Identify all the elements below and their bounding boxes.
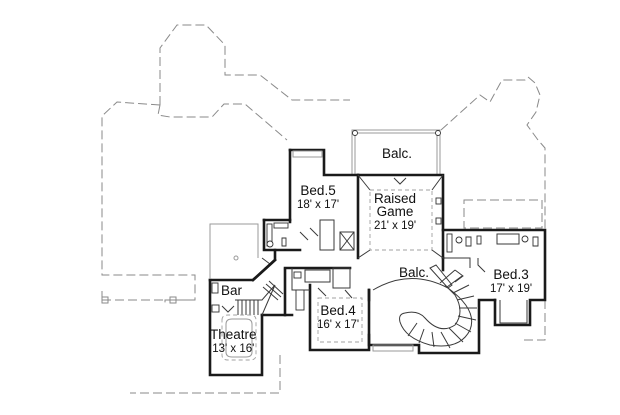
room-name: Theatre [210,327,257,342]
exterior-walls [208,148,547,377]
room-name-line-2: Game [376,204,414,219]
room-name: Bed.5 [300,183,336,198]
room-label-theatre: Theatre 13' x 16' [210,328,257,356]
room-dimensions: 18' x 17' [297,199,340,211]
room-dimensions: 17' x 19' [490,283,533,295]
left-deck [209,223,259,278]
room-label-bar: Bar [221,283,243,298]
room-label-stair-balcony: Balc. [399,265,430,280]
room-dimensions: 21' x 19' [374,220,417,232]
room-dimensions: 13' x 16' [212,343,255,355]
room-name: Bar [221,283,243,298]
room-label-bed-3: Bed.3 17' x 19' [490,268,532,296]
room-dimensions: 16' x 17' [317,319,360,331]
room-name: Balc. [399,265,430,280]
room-label-top-balcony: Balc. [382,146,413,161]
room-name: Balc. [382,146,413,161]
room-label-bed-5: Bed.5 18' x 17' [297,184,339,212]
room-name: Bed.3 [493,267,529,282]
room-name-line-1: Raised [374,191,417,206]
room-label-bed-4: Bed.4 16' x 17' [317,304,359,332]
room-name: Bed.4 [320,303,356,318]
room-label-raised-game: Raised Game 21' x 19' [374,192,416,233]
interior-details [211,174,539,361]
